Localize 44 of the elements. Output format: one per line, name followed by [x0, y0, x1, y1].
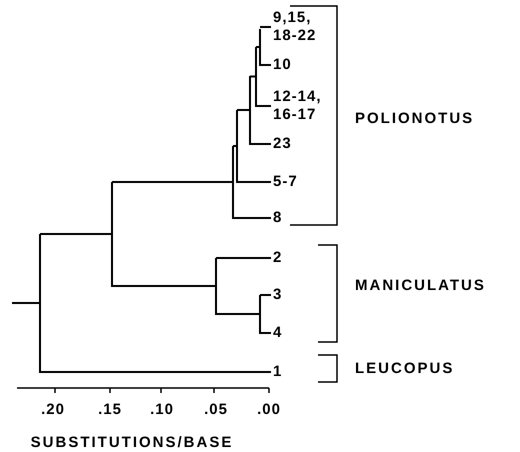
branch-junction-line — [259, 29, 261, 66]
taxon-label: 2 — [273, 249, 331, 267]
branch-line — [233, 217, 271, 219]
clade-label: MANICULATUS — [355, 276, 486, 294]
branch-line — [112, 285, 216, 287]
tick-label: .15 — [98, 400, 122, 418]
clade-label: POLIONOTUS — [355, 110, 474, 126]
branch-line — [40, 371, 271, 373]
axis-title: SUBSTITUTIONS/BASE — [30, 434, 234, 450]
tick-label: .05 — [204, 400, 228, 418]
branch-junction-line — [259, 295, 261, 334]
branch-line — [260, 332, 271, 334]
branch-junction-line — [236, 110, 238, 183]
branch-line — [40, 233, 112, 235]
branch-line — [256, 105, 271, 107]
branch-line — [216, 257, 271, 259]
branch-junction-line — [39, 234, 41, 373]
branch-line — [260, 26, 271, 28]
branch-line — [260, 294, 271, 296]
taxon-label: 23 — [273, 135, 331, 153]
taxon-label: 4 — [273, 324, 331, 342]
tick-label: .10 — [150, 400, 174, 418]
tick-label: .00 — [257, 400, 281, 418]
branch-line — [12, 302, 40, 304]
branch-junction-line — [111, 182, 113, 287]
branch-junction-line — [255, 47, 257, 107]
taxon-label: 1 — [273, 363, 331, 381]
taxon-label: 9,15, 18-22 — [273, 9, 331, 45]
taxon-label: 10 — [273, 56, 331, 74]
taxon-label: 5-7 — [273, 173, 331, 191]
branch-line — [237, 109, 250, 111]
taxon-label: 3 — [273, 286, 331, 304]
branch-junction-line — [249, 76, 251, 145]
branch-line — [112, 181, 233, 183]
clade-label: LEUCOPUS — [355, 360, 454, 376]
branch-line — [237, 181, 271, 183]
tick-label: .20 — [41, 400, 65, 418]
branch-line — [260, 64, 271, 66]
branch-junction-line — [232, 146, 234, 219]
taxon-label: 12-14, 16-17 — [273, 88, 331, 124]
branch-line — [250, 143, 271, 145]
branch-line — [216, 313, 260, 315]
branch-junction-line — [215, 258, 217, 315]
taxon-label: 8 — [273, 209, 331, 227]
